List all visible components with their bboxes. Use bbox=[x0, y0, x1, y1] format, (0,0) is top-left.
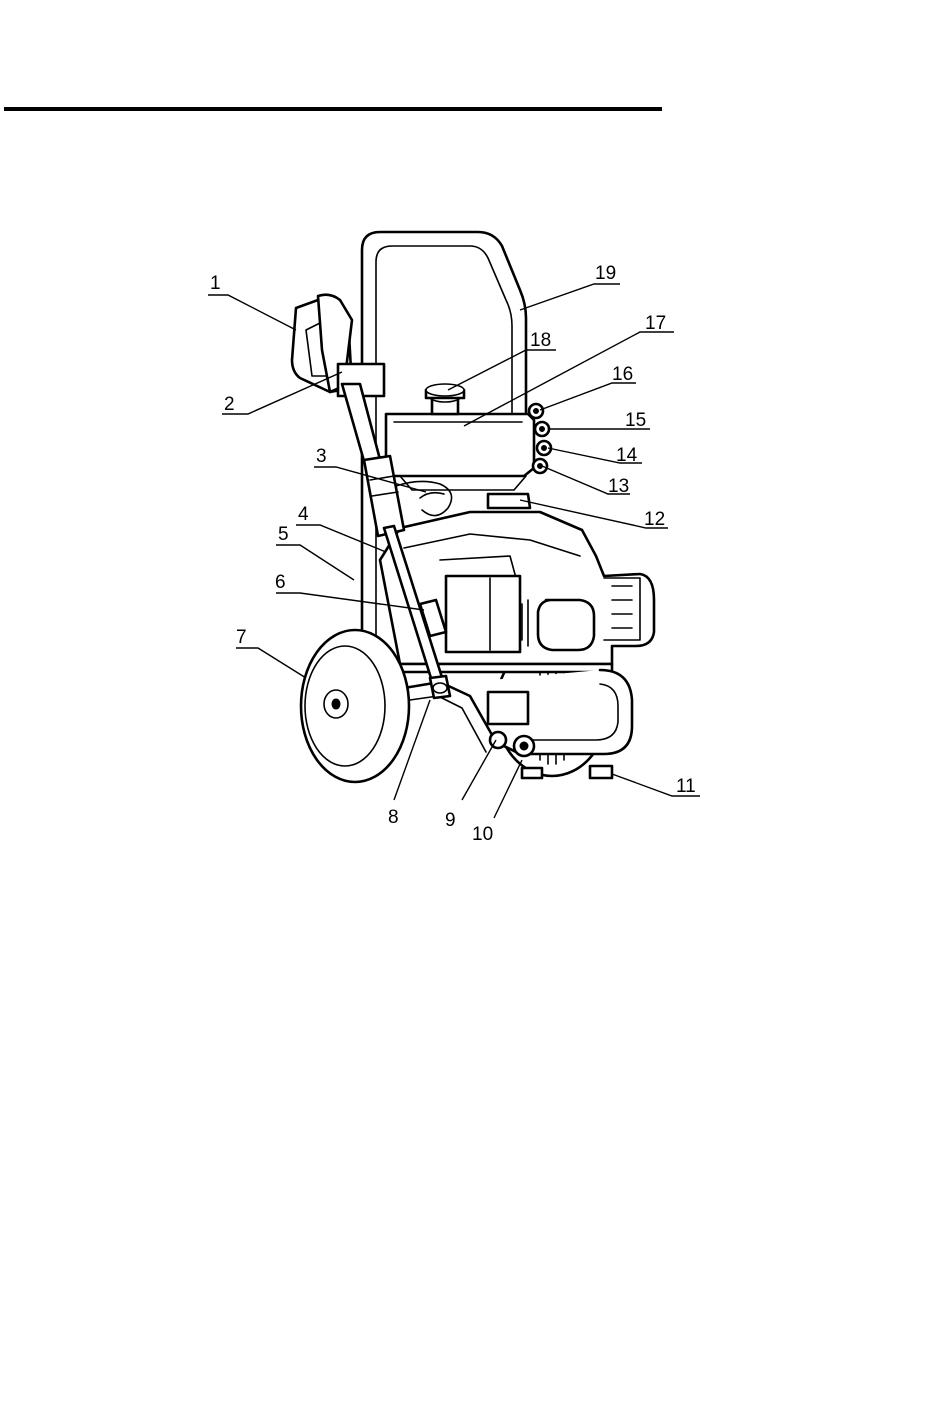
callout-16: 16 bbox=[612, 364, 633, 385]
callout-15: 15 bbox=[625, 410, 646, 431]
callout-2: 2 bbox=[224, 394, 235, 415]
callout-8: 8 bbox=[388, 807, 399, 828]
callout-11: 11 bbox=[676, 776, 696, 797]
callout-13: 13 bbox=[608, 476, 629, 497]
callout-14: 14 bbox=[616, 445, 638, 466]
callout-3: 3 bbox=[316, 446, 327, 467]
callout-9: 9 bbox=[445, 810, 456, 831]
callout-12: 12 bbox=[644, 509, 665, 530]
callout-19: 19 bbox=[595, 263, 616, 284]
callout-6: 6 bbox=[275, 572, 286, 593]
front-wheel bbox=[301, 630, 409, 782]
callout-5: 5 bbox=[278, 524, 289, 545]
callout-10: 10 bbox=[472, 824, 493, 845]
tank-cap bbox=[426, 384, 464, 414]
callout-18: 18 bbox=[530, 330, 551, 351]
callout-17: 17 bbox=[645, 313, 666, 334]
callout-7: 7 bbox=[236, 627, 247, 648]
callout-4: 4 bbox=[298, 504, 309, 525]
callout-1: 1 bbox=[210, 273, 221, 294]
